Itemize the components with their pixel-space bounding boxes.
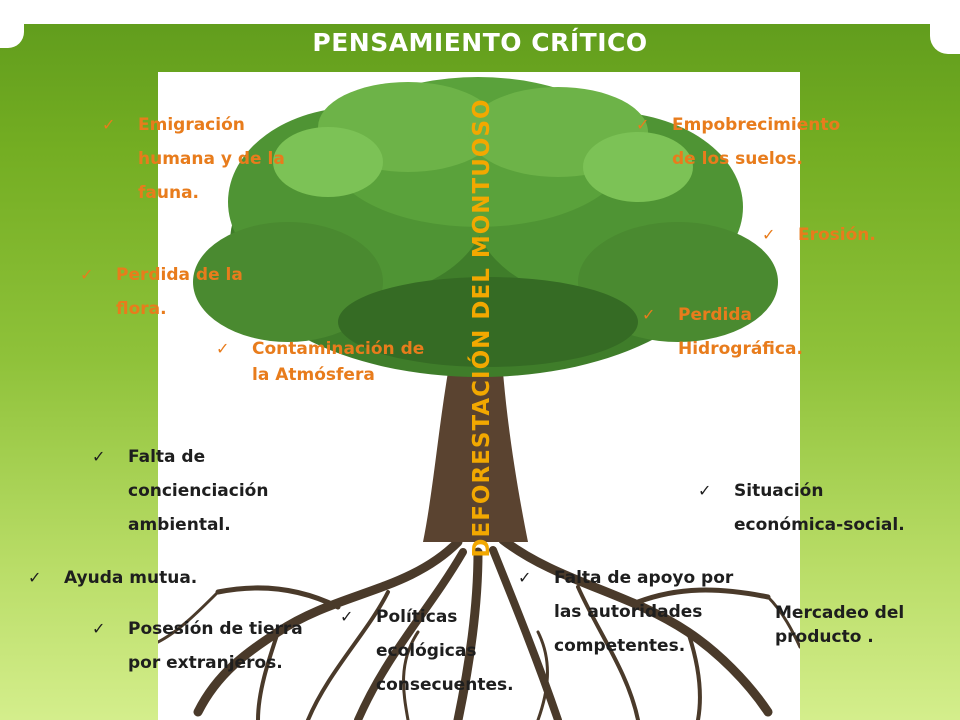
- effect-item: ✓ Empobrecimiento de los suelos.: [636, 108, 866, 176]
- effect-item: ✓ Contaminación de la Atmósfera: [216, 336, 426, 388]
- corner-decoration: [930, 24, 960, 54]
- cause-item: ✓ Falta de apoyo por las autoridades com…: [518, 561, 758, 663]
- tree-roots: [158, 535, 800, 720]
- cause-item: ✓ Falta de concienciación ambiental.: [92, 440, 302, 542]
- check-icon: ✓: [80, 265, 94, 284]
- tree-canopy: [193, 77, 778, 377]
- check-icon: ✓: [340, 607, 354, 626]
- center-label: DEFORESTACIÓN DEL MONTUOSO: [460, 88, 504, 568]
- check-icon: ✓: [92, 619, 106, 638]
- top-border: [0, 0, 960, 24]
- effect-item: ✓ Perdida de la flora.: [80, 258, 265, 326]
- tree-trunk: [423, 372, 528, 542]
- check-icon: ✓: [92, 447, 106, 466]
- check-icon: ✓: [518, 568, 532, 587]
- effect-item: ✓ Emigración humana y de la fauna.: [102, 108, 302, 210]
- check-icon: ✓: [698, 481, 712, 500]
- slide-title: PENSAMIENTO CRÍTICO: [312, 28, 648, 57]
- cause-item: ✓ Políticas ecológicas consecuentes.: [340, 600, 520, 702]
- check-icon: ✓: [636, 115, 650, 134]
- cause-item-extra: Mercadeo del producto .: [775, 603, 905, 647]
- effect-item: ✓ Perdida Hidrográfica.: [642, 298, 832, 366]
- check-icon: ✓: [216, 339, 230, 358]
- cause-item: ✓ Situación económica-social.: [698, 474, 938, 542]
- corner-decoration-left: [0, 24, 24, 48]
- tree-illustration: [158, 77, 800, 720]
- tree-image: [158, 72, 800, 720]
- check-icon: ✓: [28, 568, 42, 587]
- cause-item: ✓ Ayuda mutua.: [28, 561, 248, 595]
- check-icon: ✓: [642, 305, 656, 324]
- check-icon: ✓: [102, 115, 116, 134]
- effect-item: ✓ Erosión.: [762, 218, 922, 252]
- center-label-text: DEFORESTACIÓN DEL MONTUOSO: [469, 98, 495, 558]
- check-icon: ✓: [762, 225, 776, 244]
- cause-item: ✓ Posesión de tierra por extranjeros.: [92, 612, 322, 680]
